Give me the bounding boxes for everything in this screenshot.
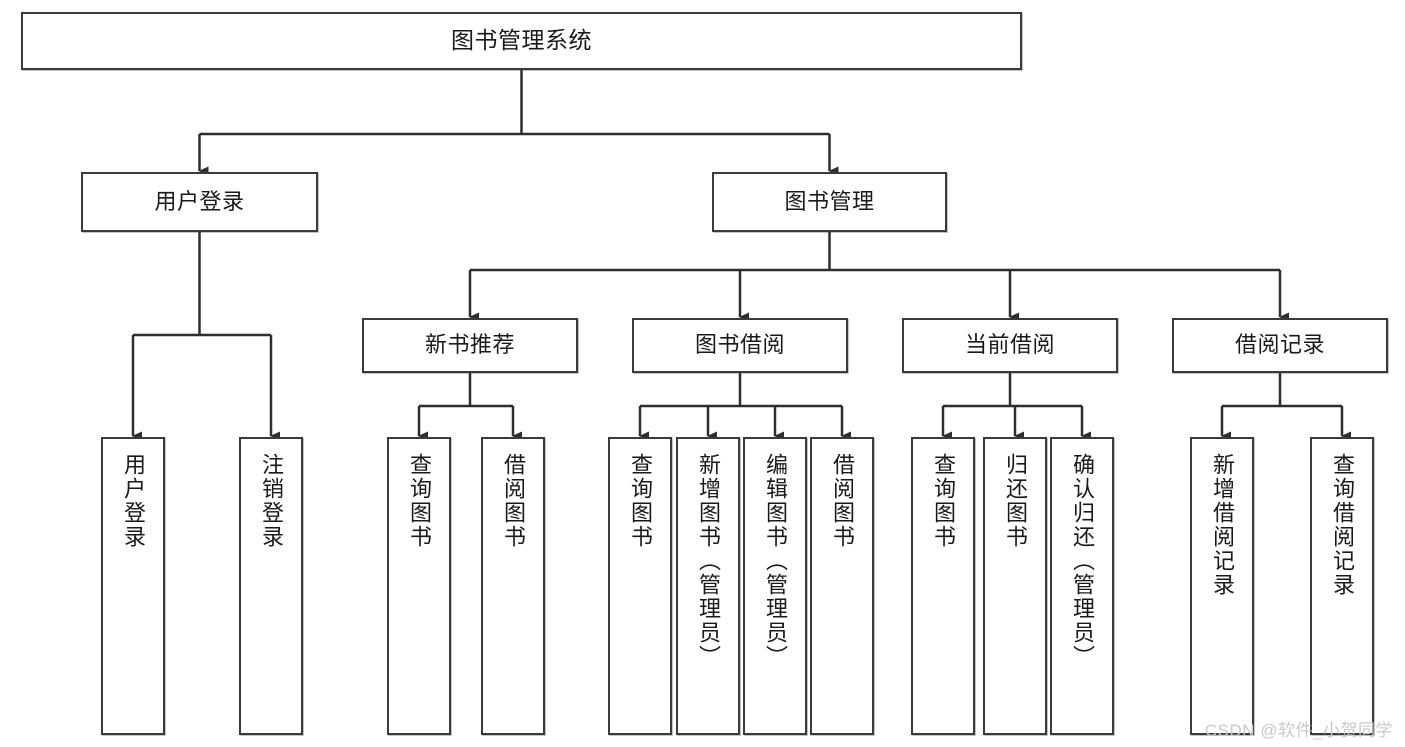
node-leaf-borrow-edit[interactable]: 编辑图书（管理员） [743, 437, 807, 735]
node-user-login[interactable]: 用户登录 [81, 172, 318, 232]
node-leaf-rec-add[interactable]: 新增借阅记录 [1190, 437, 1254, 735]
node-label-borrow-record: 借阅记录 [1234, 332, 1325, 358]
node-label-leaf-user-logout: 注销登录 [258, 453, 284, 549]
node-leaf-user-login[interactable]: 用户登录 [101, 437, 165, 735]
node-leaf-rec-borrow[interactable]: 借阅图书 [481, 437, 545, 735]
node-label-book-borrow: 图书借阅 [694, 332, 785, 358]
node-leaf-borrow-query[interactable]: 查询图书 [608, 437, 672, 735]
node-book-manage[interactable]: 图书管理 [712, 172, 947, 232]
node-leaf-borrow-add[interactable]: 新增图书（管理员） [676, 437, 740, 735]
node-label-leaf-cur-return: 归还图书 [1002, 453, 1028, 549]
node-leaf-rec-search[interactable]: 查询借阅记录 [1310, 437, 1374, 735]
node-root[interactable]: 图书管理系统 [21, 12, 1022, 70]
node-label-user-login: 用户登录 [154, 188, 245, 214]
node-leaf-borrow-lend[interactable]: 借阅图书 [810, 437, 874, 735]
edge-paths [131, 70, 1351, 441]
node-leaf-user-logout[interactable]: 注销登录 [239, 437, 303, 735]
node-label-leaf-borrow-add: 新增图书（管理员） [695, 453, 721, 669]
node-label-root: 图书管理系统 [451, 27, 592, 54]
node-borrow-record[interactable]: 借阅记录 [1172, 318, 1388, 373]
node-label-leaf-cur-query: 查询图书 [930, 453, 956, 549]
node-leaf-cur-return[interactable]: 归还图书 [983, 437, 1047, 735]
node-label-leaf-borrow-edit: 编辑图书（管理员） [762, 453, 788, 669]
node-label-leaf-rec-borrow: 借阅图书 [500, 453, 526, 549]
node-label-leaf-borrow-lend: 借阅图书 [829, 453, 855, 549]
node-label-book-manage: 图书管理 [784, 188, 875, 214]
node-new-book-rec[interactable]: 新书推荐 [362, 318, 578, 373]
node-label-leaf-user-login: 用户登录 [120, 453, 146, 549]
node-label-leaf-rec-add: 新增借阅记录 [1209, 453, 1235, 597]
node-label-leaf-rec-search: 查询借阅记录 [1329, 453, 1355, 597]
node-current-borrow[interactable]: 当前借阅 [902, 318, 1118, 373]
node-book-borrow[interactable]: 图书借阅 [632, 318, 848, 373]
node-label-leaf-borrow-query: 查询图书 [627, 453, 653, 549]
node-leaf-rec-query[interactable]: 查询图书 [387, 437, 451, 735]
node-label-new-book-rec: 新书推荐 [424, 332, 515, 358]
node-label-leaf-rec-query: 查询图书 [406, 453, 432, 549]
node-leaf-cur-query[interactable]: 查询图书 [911, 437, 975, 735]
node-label-current-borrow: 当前借阅 [964, 332, 1055, 358]
node-label-leaf-cur-confirm: 确认归还（管理员） [1069, 453, 1095, 669]
node-leaf-cur-confirm[interactable]: 确认归还（管理员） [1050, 437, 1114, 735]
